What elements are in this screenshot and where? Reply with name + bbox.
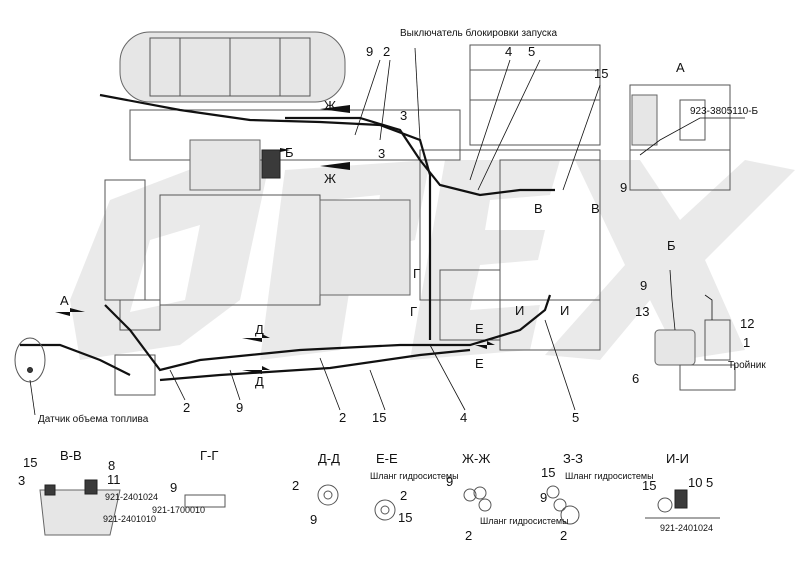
callout-6: 6 (632, 371, 639, 386)
callout-15-top: 15 (594, 66, 608, 81)
callout-3-a: 3 (400, 108, 407, 123)
hose-label-zhzh: Шланг гидросистемы (480, 516, 569, 526)
cut-d-bottom: Д (255, 374, 264, 389)
cut-arrows (55, 105, 495, 374)
cut-zh-bottom: Ж (324, 171, 336, 186)
detail-b (654, 269, 736, 391)
part-921-1700010: 921-1700010 (152, 505, 205, 515)
callout-3-vv: 3 (18, 473, 25, 488)
callout-4-bottom: 4 (460, 410, 467, 425)
view-a-inset (629, 84, 731, 191)
cut-b: Б (285, 145, 294, 160)
callout-2-bottom-a: 2 (183, 400, 190, 415)
hose-label-ee: Шланг гидросистемы (370, 471, 459, 481)
cut-i-right: И (560, 303, 569, 318)
callout-3-b: 3 (378, 146, 385, 161)
cut-g-top: Г (413, 266, 420, 281)
arrow-a-label: А (60, 293, 69, 308)
section-ee-title: Е-Е (376, 451, 398, 466)
callout-15-bottom: 15 (372, 410, 386, 425)
hydraulic-lines (20, 93, 555, 382)
troynik-label: Тройник (728, 360, 766, 371)
callout-9-dd: 9 (310, 512, 317, 527)
callout-5-bottom: 5 (572, 410, 579, 425)
cut-v-left: В (534, 201, 543, 216)
top-label: Выключатель блокировки запуска (400, 27, 557, 39)
callout-2-zhzh: 2 (465, 528, 472, 543)
callout-11-vv: 11 (107, 472, 121, 487)
view-b-label: Б (667, 238, 676, 253)
callout-15-ii: 15 (642, 478, 656, 493)
callout-15-vv: 15 (23, 455, 37, 470)
section-gg-title: Г-Г (200, 448, 218, 463)
section-vv-title: В-В (60, 448, 82, 463)
callout-13: 13 (635, 304, 649, 319)
section-zhzh-title: Ж-Ж (462, 451, 490, 466)
machine-frame (104, 31, 601, 396)
callout-8-vv: 8 (108, 458, 115, 473)
callout-9-bottom: 9 (236, 400, 243, 415)
callout-2-ee: 2 (400, 488, 407, 503)
hose-label-zz: Шланг гидросистемы (565, 471, 654, 481)
callout-5-top: 5 (528, 44, 535, 59)
callout-1: 1 (743, 335, 750, 350)
callout-2-bottom-b: 2 (339, 410, 346, 425)
section-drawings (39, 479, 720, 536)
part-921-2401024-vv: 921-2401024 (105, 492, 158, 502)
view-a-label: А (676, 60, 685, 75)
part-921-2401010: 921-2401010 (103, 514, 156, 524)
callout-9-a: 9 (620, 180, 627, 195)
cut-g-bottom: Г (410, 304, 417, 319)
callout-9-zz: 9 (540, 490, 547, 505)
cut-d-top: Д (255, 322, 264, 337)
callout-12: 12 (740, 316, 754, 331)
callout-2-dd: 2 (292, 478, 299, 493)
cut-e-bottom: Е (475, 356, 484, 371)
cut-i-left: И (515, 303, 524, 318)
section-ii-title: И-И (666, 451, 689, 466)
part-923-label: 923-3805110-Б (690, 106, 759, 117)
callout-5-ii: 5 (706, 475, 713, 490)
section-zz-title: З-З (563, 451, 583, 466)
section-dd-title: Д-Д (318, 451, 340, 466)
sensor-label: Датчик объема топлива (38, 413, 149, 425)
callout-10-ii: 10 (688, 475, 702, 490)
callout-2-top: 2 (383, 44, 390, 59)
cut-e-top: Е (475, 321, 484, 336)
callout-15-ee: 15 (398, 510, 412, 525)
callout-9-gg: 9 (170, 480, 177, 495)
callout-15-zz: 15 (541, 465, 555, 480)
part-921-2401024-ii: 921-2401024 (660, 523, 713, 533)
callout-9-b: 9 (640, 278, 647, 293)
callout-2-zz: 2 (560, 528, 567, 543)
leader-lines (29, 47, 745, 416)
cut-zh-top: Ж (324, 98, 336, 113)
callout-9-zhzh: 9 (446, 474, 453, 489)
callout-4-top: 4 (505, 44, 512, 59)
callout-9-top: 9 (366, 44, 373, 59)
cut-v-right: В (591, 201, 600, 216)
